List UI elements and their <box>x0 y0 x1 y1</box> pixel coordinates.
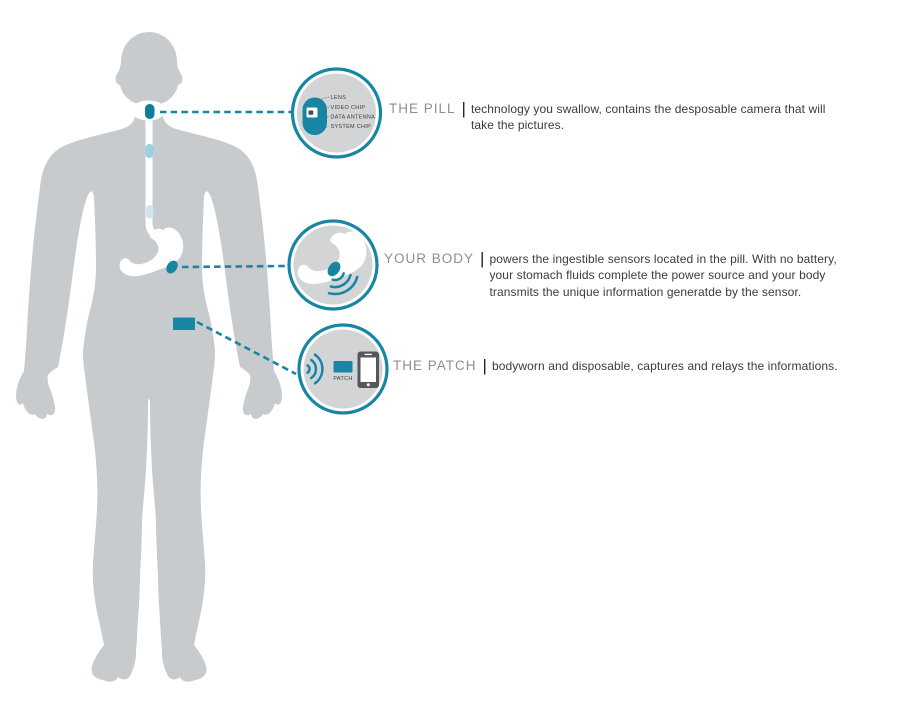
callout-title: THE PILL <box>389 101 456 116</box>
stomach-signal-icon <box>297 231 367 296</box>
connector-patch <box>196 320 297 376</box>
pill-label-video-chip: VIDEO CHIP <box>331 105 366 111</box>
connector-stomach <box>181 264 289 269</box>
smartphone-icon <box>357 351 379 388</box>
pill-label-data-antenna: DATA ANTENNA <box>331 115 376 121</box>
patch-label: PATCH <box>333 376 352 382</box>
signal-waves-icon <box>306 353 324 385</box>
patch-icon: PATCH <box>333 361 353 382</box>
callout-description: powers the ingestible sensors located in… <box>489 252 837 299</box>
callout-title: THE PATCH <box>393 358 477 373</box>
esophagus-pill-upper <box>145 144 154 158</box>
esophagus-pill-lower <box>146 205 154 219</box>
callout-description: technology you swallow, contains the des… <box>470 102 826 133</box>
callout-title: YOUR BODY <box>384 251 475 266</box>
callout-text-pill: THE PILL | technology you swallow, conta… <box>389 99 826 134</box>
pill-capsule-icon <box>302 97 327 135</box>
pill-in-throat <box>145 104 155 119</box>
callout-circle-body <box>287 219 379 311</box>
callout-separator: | <box>482 356 487 375</box>
pill-label-lens: LENS <box>331 95 347 101</box>
pill-label-system-chip: SYSTEM CHIP <box>331 124 372 130</box>
callout-separator: | <box>480 249 485 268</box>
pill-in-stomach <box>166 260 178 274</box>
signal-waves-icon <box>327 272 359 296</box>
callout-separator: | <box>461 99 466 118</box>
callout-circle-pill: LENS VIDEO CHIP DATA ANTENNA SYSTEM CHIP <box>290 67 383 159</box>
callout-circle-patch: PATCH <box>297 323 389 415</box>
human-body-silhouette <box>16 32 282 682</box>
body-patch <box>173 317 195 330</box>
pill-label-leaders <box>315 96 330 130</box>
callout-text-body: YOUR BODY | powers the ingestible sensor… <box>384 249 837 300</box>
callout-text-patch: THE PATCH | bodyworn and disposable, cap… <box>393 356 838 375</box>
callout-description: bodyworn and disposable, captures and re… <box>491 359 838 373</box>
